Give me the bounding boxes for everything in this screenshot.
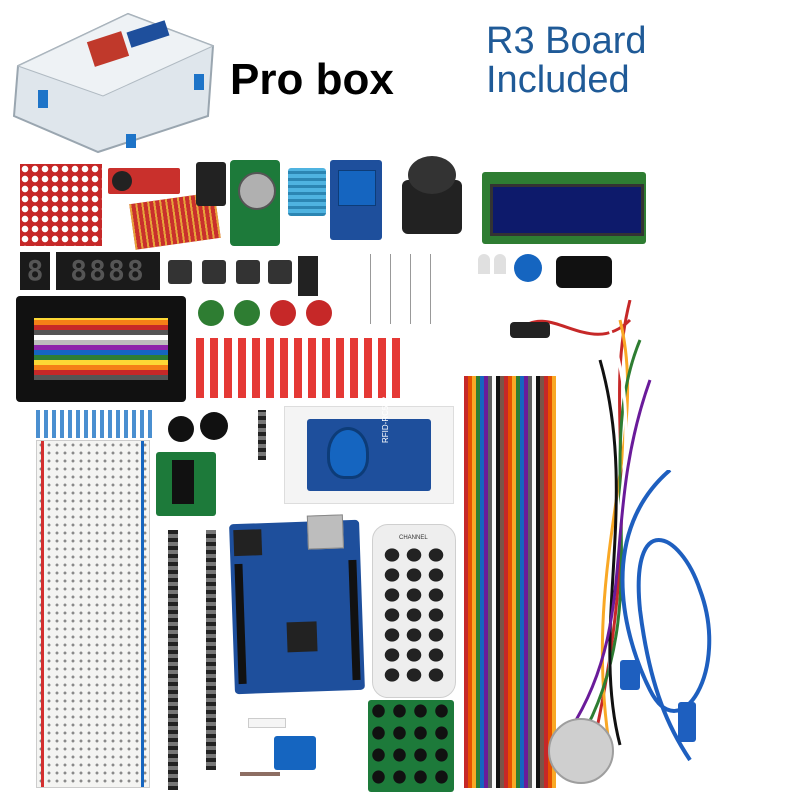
resistors	[36, 410, 156, 438]
relay-module	[330, 160, 382, 240]
dc-power-cable	[510, 290, 640, 360]
rtc-module	[230, 160, 280, 246]
remote-label: CHANNEL	[399, 535, 428, 541]
battery-clip	[556, 256, 612, 288]
pin-header-long-2	[206, 530, 216, 770]
seven-segment-quad: 8888	[56, 252, 160, 290]
pin-header-long-1	[168, 530, 178, 790]
dupont-wires	[464, 376, 556, 788]
rfid-module: RFID-RC522	[284, 397, 454, 504]
rfid-label: RFID-RC522	[381, 396, 390, 443]
storage-box	[8, 6, 216, 154]
buzzers	[168, 408, 230, 448]
shift-register-chip	[298, 256, 318, 296]
page-title: Pro box	[230, 55, 394, 104]
rgb-leds	[478, 254, 508, 334]
badge-line-1: R3 Board	[486, 20, 647, 62]
usb-cable	[610, 468, 730, 770]
photoresistors	[360, 254, 450, 324]
ir-remote: CHANNEL	[372, 524, 456, 698]
push-buttons	[168, 256, 292, 286]
keypad-4x4	[368, 700, 454, 792]
jumper-wires	[560, 299, 670, 761]
badge-line-2: Included	[486, 59, 630, 101]
lcd1602-module	[482, 172, 646, 244]
pin-header-short	[258, 410, 266, 460]
stepper-driver-board	[156, 452, 216, 516]
led-matrix	[20, 164, 102, 246]
dht11-sensor	[288, 168, 326, 216]
joystick-module	[392, 156, 474, 238]
leds	[196, 338, 406, 398]
stepper-motor	[548, 718, 614, 784]
seven-segment-single: 8	[20, 252, 50, 290]
board-badge: R3 Board Included	[486, 22, 647, 100]
uno-r3-board	[229, 514, 365, 695]
resistor-color-chart	[16, 296, 186, 402]
potentiometer	[514, 254, 542, 282]
breadboard	[36, 440, 150, 788]
servo-motor	[234, 712, 334, 792]
ir-receiver-module	[196, 162, 226, 206]
button-caps	[198, 300, 338, 330]
sound-sensor-module	[108, 168, 180, 194]
